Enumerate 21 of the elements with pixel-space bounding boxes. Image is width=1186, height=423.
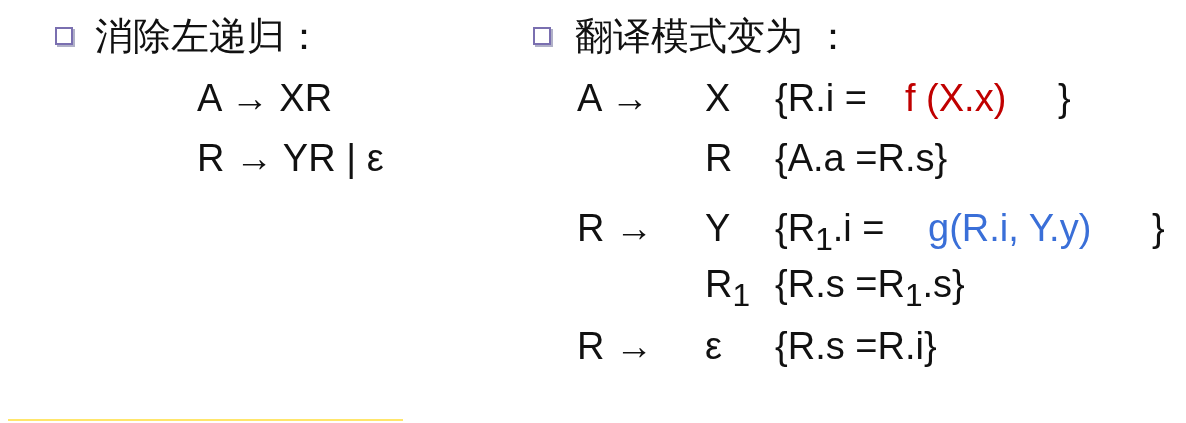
semantic-action: {A.a =R.s}: [775, 136, 948, 180]
semantic-action: {R$_{1}$.i =: [775, 206, 885, 259]
closing-brace: }: [1152, 206, 1165, 250]
heading-text: 消除左递归：: [95, 14, 323, 58]
production-rule: A → XR: [197, 76, 333, 120]
grammar-symbol: R$_{1}$: [705, 262, 751, 315]
function-call: f (X.x): [905, 76, 1007, 120]
grammar-symbol: X: [705, 76, 731, 120]
closing-brace: }: [1058, 76, 1071, 120]
heading-text: 翻译模式变为 ：: [575, 14, 852, 58]
semantic-action: {R.s =R$_{1}$.s}: [775, 262, 965, 315]
production-head: R →: [577, 324, 653, 368]
production-rule: R → YR | ε: [197, 136, 384, 180]
production-head: R →: [577, 206, 653, 250]
production-head: A →: [577, 76, 649, 120]
grammar-symbol: Y: [705, 206, 731, 250]
semantic-action: {R.i =: [775, 76, 867, 120]
grammar-symbol: ε: [705, 324, 722, 368]
semantic-action: {R.s =R.i}: [775, 324, 937, 368]
function-call: g(R.i, Y.y): [928, 206, 1092, 250]
grammar-symbol: R: [705, 136, 733, 180]
